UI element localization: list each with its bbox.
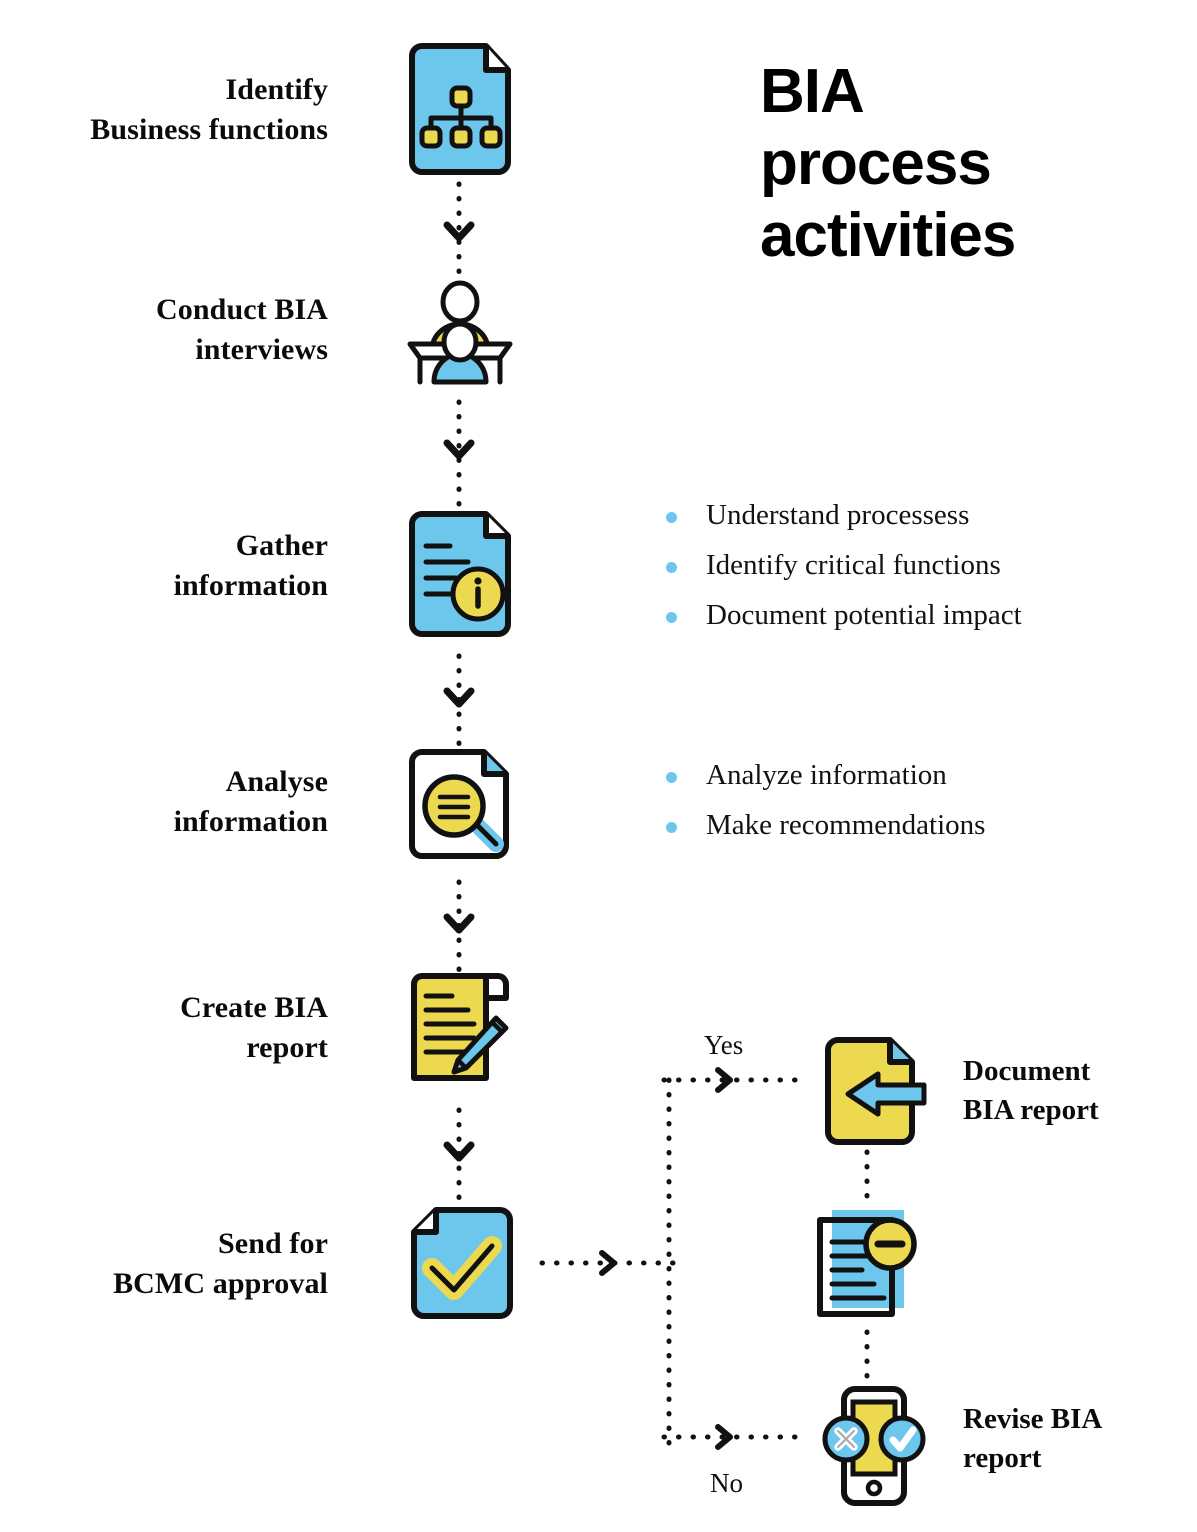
title-line-2: process	[760, 128, 992, 198]
step-line-2: interviews	[195, 332, 328, 366]
bullet-label: Document potential impact	[706, 599, 1022, 632]
title-line-3: activities	[760, 200, 1016, 270]
outcome-line-2: report	[963, 1442, 1042, 1475]
step-label-create-bia-report: Create BIA report	[28, 988, 328, 1067]
step-line-1: Send for	[218, 1227, 328, 1260]
step-line-2: information	[173, 568, 328, 602]
document-info-icon	[406, 510, 516, 638]
list-item: Identify critical functions	[666, 548, 1022, 582]
document-check-icon	[406, 1206, 516, 1320]
list-item: Document potential impact	[666, 598, 1022, 632]
step-line-1: Analyse	[225, 765, 328, 798]
branch-label-no: No	[710, 1468, 743, 1498]
step-line-1: Conduct BIA	[156, 293, 328, 326]
step-label-gather-information: Gather information	[28, 526, 328, 605]
step-line-1: Gather	[235, 529, 328, 562]
outcome-line-2: BIA report	[963, 1094, 1099, 1127]
connector-branch-yes	[660, 1064, 810, 1096]
bullet-dot-icon	[666, 822, 677, 834]
connector-arrow-down-2	[435, 399, 483, 507]
list-item: Understand processess	[666, 498, 1022, 532]
outcome-line-1: Document	[963, 1055, 1091, 1087]
outcome-line-1: Revise BIA	[963, 1403, 1103, 1435]
title-line-1: BIA	[760, 57, 865, 126]
branch-label-yes: Yes	[704, 1030, 744, 1060]
document-orgchart-icon	[404, 43, 516, 176]
list-item: Analyze information	[666, 758, 985, 792]
step-line-2: BCMC approval	[113, 1266, 328, 1300]
gather-information-bullets: Understand processess Identify critical …	[666, 498, 1022, 649]
step-label-identify-business-functions: Identify Business functions	[28, 70, 328, 149]
bullet-label: Understand processess	[706, 499, 970, 531]
document-minus-icon	[814, 1206, 924, 1317]
step-label-analyse-information: Analyse information	[28, 762, 328, 841]
phone-approve-reject-icon	[818, 1385, 928, 1507]
document-arrow-in-icon	[820, 1036, 936, 1146]
connector-arrow-down-1	[435, 181, 483, 289]
step-line-1: Create BIA	[180, 991, 328, 1024]
interview-people-icon	[404, 280, 516, 385]
bullet-dot-icon	[666, 612, 677, 624]
connector-branch-trunk	[662, 1077, 676, 1459]
connector-outcome-down-2	[860, 1329, 874, 1391]
step-line-1: Identify	[225, 73, 328, 106]
document-magnifier-icon	[406, 748, 516, 860]
outcome-label-revise-bia-report: Revise BIA report	[963, 1400, 1102, 1478]
list-item: Make recommendations	[666, 808, 985, 842]
bullet-label: Analyze information	[706, 759, 947, 791]
connector-branch-no	[660, 1421, 810, 1453]
connector-arrow-down-4	[435, 879, 483, 977]
step-line-2: information	[173, 804, 328, 838]
page-title: BIA process activities	[760, 56, 1180, 272]
step-line-2: Business functions	[90, 112, 328, 146]
document-pen-icon	[404, 972, 516, 1082]
bullet-dot-icon	[666, 562, 677, 574]
connector-arrow-down-3	[435, 653, 483, 751]
step-label-send-for-bcmc-approval: Send for BCMC approval	[28, 1224, 328, 1303]
analyse-information-bullets: Analyze information Make recommendations	[666, 758, 985, 858]
connector-arrow-down-5	[435, 1107, 483, 1205]
connector-branch-horizontal	[539, 1243, 680, 1283]
outcome-label-document-bia-report: Document BIA report	[963, 1052, 1099, 1130]
step-line-2: report	[246, 1030, 328, 1064]
bullet-label: Identify critical functions	[706, 549, 1001, 582]
bullet-dot-icon	[666, 772, 677, 783]
bullet-dot-icon	[666, 512, 677, 523]
connector-outcome-down-1	[860, 1149, 874, 1209]
step-label-conduct-bia-interviews: Conduct BIA interviews	[28, 290, 328, 369]
bullet-label: Make recommendations	[706, 809, 986, 842]
